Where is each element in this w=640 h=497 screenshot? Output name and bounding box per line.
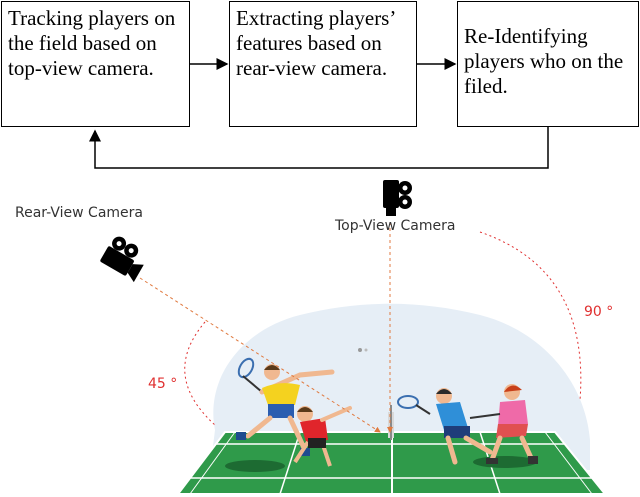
player-yellow [236, 357, 335, 456]
flow-step-extracting-text: Extracting players’ features based on re… [236, 6, 395, 80]
player-red [293, 406, 352, 467]
flow-step-extracting: Extracting players’ features based on re… [229, 1, 417, 127]
arrow-feedback-loop [89, 127, 549, 169]
top-camera-label: Top-View Camera [335, 218, 456, 234]
movie-camera-icon [100, 236, 144, 283]
flow-step-tracking: Tracking players on the field based on t… [1, 1, 190, 127]
player-pink [469, 384, 538, 464]
angle-45-label: 45 ° [148, 376, 178, 392]
video-camera-icon [383, 180, 412, 216]
rear-camera-label: Rear-View Camera [15, 205, 143, 221]
flow-step-tracking-text: Tracking players on the field based on t… [8, 6, 176, 80]
flow-step-reidentifying: Re-Identifying players who on the filed. [457, 1, 639, 127]
flow-step-reidentifying-text: Re-Identifying players who on the filed. [464, 24, 624, 98]
player-blue [397, 388, 493, 465]
angle-arc-45 [184, 321, 216, 426]
angle-90-label: 90 ° [584, 304, 614, 320]
